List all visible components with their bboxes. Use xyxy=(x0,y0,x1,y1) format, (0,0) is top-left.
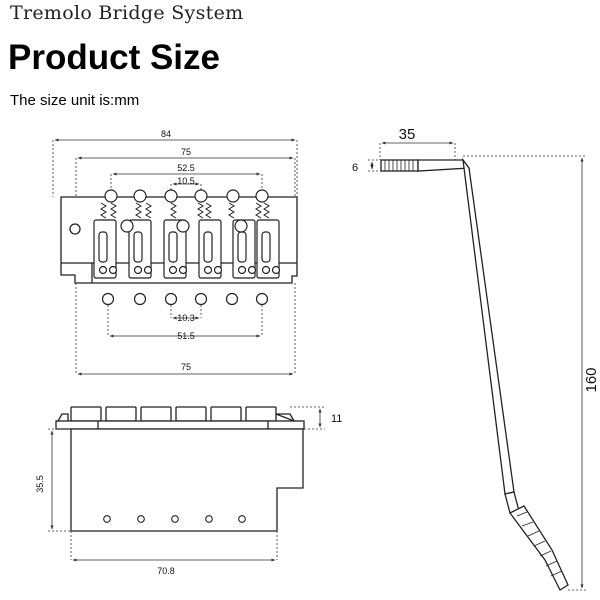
pivot-screw xyxy=(234,219,248,233)
saddle xyxy=(93,219,118,279)
bridge-side-view xyxy=(55,406,305,532)
dim-height: 11 xyxy=(331,413,342,425)
saddle xyxy=(163,219,188,279)
dim-string-spacing: 10.5 xyxy=(177,176,195,186)
product-title: Tremolo Bridge System xyxy=(10,2,244,24)
dim-saddle-span: 75 xyxy=(181,147,191,157)
dim-block-width: 70.8 xyxy=(157,566,175,576)
page-heading: Product Size xyxy=(8,38,220,77)
saddle xyxy=(256,219,281,279)
side-view-dimensions xyxy=(48,406,325,562)
dim-overall-width: 84 xyxy=(161,129,171,139)
dim-hole-spacing: 10.3 xyxy=(177,313,195,323)
saddle xyxy=(232,219,257,279)
unit-note: The size unit is:mm xyxy=(10,92,140,109)
top-view-dimensions xyxy=(52,138,298,376)
saddle-springs xyxy=(100,202,270,219)
string-holes-top xyxy=(104,189,269,203)
tremolo-arm xyxy=(380,157,569,591)
arm-dimension-labels: 6 35 160 xyxy=(352,126,600,393)
top-view-dimension-labels: 84 75 52.5 10.5 10.3 51.5 75 xyxy=(161,129,195,372)
side-view-dimension-labels: 11 35.5 70.8 xyxy=(35,413,342,576)
mount-hole xyxy=(69,223,81,235)
dim-arm-offset: 35 xyxy=(399,126,416,143)
mounting-screw-holes xyxy=(101,292,269,306)
saddle xyxy=(128,219,153,279)
dim-plate-width: 75 xyxy=(181,362,191,372)
pivot-screw xyxy=(176,219,190,233)
dim-outer-string-spacing: 52.5 xyxy=(177,163,195,173)
dim-thread-length: 6 xyxy=(352,162,358,174)
block-holes xyxy=(103,515,246,523)
bridge-plate-outline xyxy=(60,196,298,284)
saddle xyxy=(198,219,223,279)
dim-outer-hole-spacing: 51.5 xyxy=(177,331,195,341)
arm-dimensions xyxy=(368,141,587,591)
dim-arm-length: 160 xyxy=(583,367,600,392)
dim-block-depth: 35.5 xyxy=(35,475,45,493)
saddle-group xyxy=(93,219,281,279)
pivot-screw xyxy=(120,219,134,233)
